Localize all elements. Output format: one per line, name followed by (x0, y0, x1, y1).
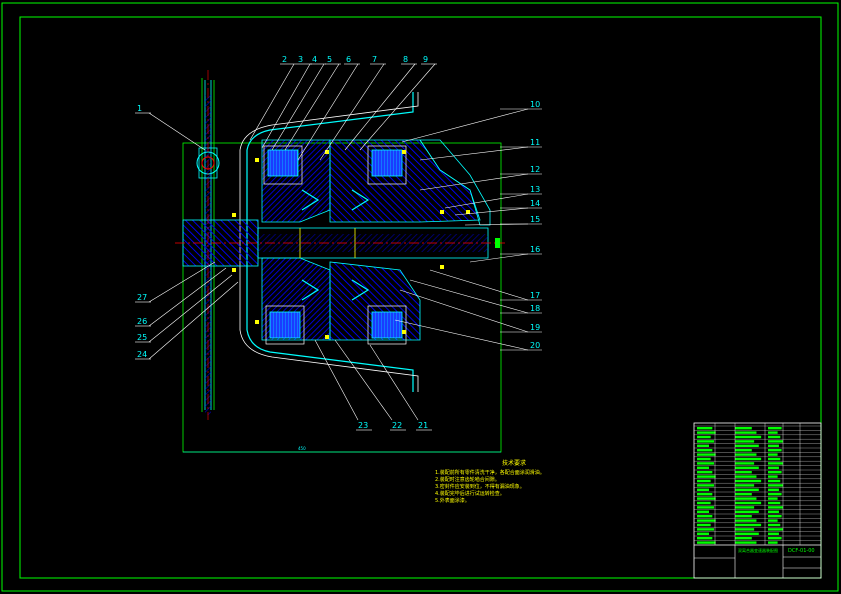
balloon-26: 26 (137, 317, 147, 326)
coil-upper-right (371, 149, 403, 177)
balloon-1: 1 (137, 104, 142, 113)
overall-dimension: 450 (183, 446, 501, 453)
balloon-9: 9 (423, 55, 428, 64)
note-item: 2.装配时注意齿轮啮合间隙。 (435, 476, 500, 483)
note-item: 3.密封件应安装到位，不得有漏油现象。 (435, 483, 525, 490)
balloon-15: 15 (530, 215, 540, 224)
balloon-13: 13 (530, 185, 540, 194)
coil-lower-right (371, 311, 403, 339)
bearing-marks (232, 150, 470, 339)
note-item: 4.装配完毕后进行试运转检查。 (435, 490, 505, 497)
balloon-20: 20 (530, 341, 540, 350)
technical-notes: 技术要求 1.装配前所有零件清洗干净，各配合面涂润滑油。 2.装配时注意齿轮啮合… (435, 459, 545, 504)
balloon-12: 12 (530, 165, 540, 174)
balloon-27: 27 (137, 293, 147, 302)
balloon-4: 4 (312, 55, 317, 64)
inner-frame (19, 16, 822, 579)
drawing-title: 双离合器变速器装配图 (738, 547, 778, 553)
assembly-view: 450 (175, 70, 505, 453)
balloon-19: 19 (530, 323, 540, 332)
leader-lines (135, 63, 542, 431)
balloon-5: 5 (327, 55, 332, 64)
balloon-16: 16 (530, 245, 540, 254)
coil-upper-left (267, 149, 299, 177)
title-block: DCF-01-00 双离合器变速器装配图 (693, 422, 822, 579)
balloon-8: 8 (403, 55, 408, 64)
parts-list (694, 423, 821, 545)
balloon-25: 25 (137, 333, 147, 342)
balloon-24: 24 (137, 350, 147, 359)
dimension-text: 450 (298, 446, 306, 451)
balloon-6: 6 (346, 55, 351, 64)
balloon-21: 21 (418, 421, 428, 430)
balloon-18: 18 (530, 304, 540, 313)
balloon-17: 17 (530, 291, 540, 300)
balloon-23: 23 (358, 421, 368, 430)
main-shaft (175, 70, 505, 420)
note-item: 5.外表面涂漆。 (435, 497, 470, 504)
balloon-2: 2 (282, 55, 287, 64)
note-item: 1.装配前所有零件清洗干净，各配合面涂润滑油。 (435, 469, 545, 476)
drawing-number: DCF-01-00 (788, 548, 815, 554)
balloon-11: 11 (530, 138, 540, 147)
balloon-22: 22 (392, 421, 402, 430)
lower-section (261, 257, 421, 345)
balloon-14: 14 (530, 199, 540, 208)
balloon-7: 7 (372, 55, 377, 64)
notes-heading: 技术要求 (502, 459, 526, 467)
balloon-3: 3 (298, 55, 303, 64)
coil-lower-left (269, 311, 301, 339)
upper-section (261, 139, 491, 226)
balloon-10: 10 (530, 100, 540, 109)
